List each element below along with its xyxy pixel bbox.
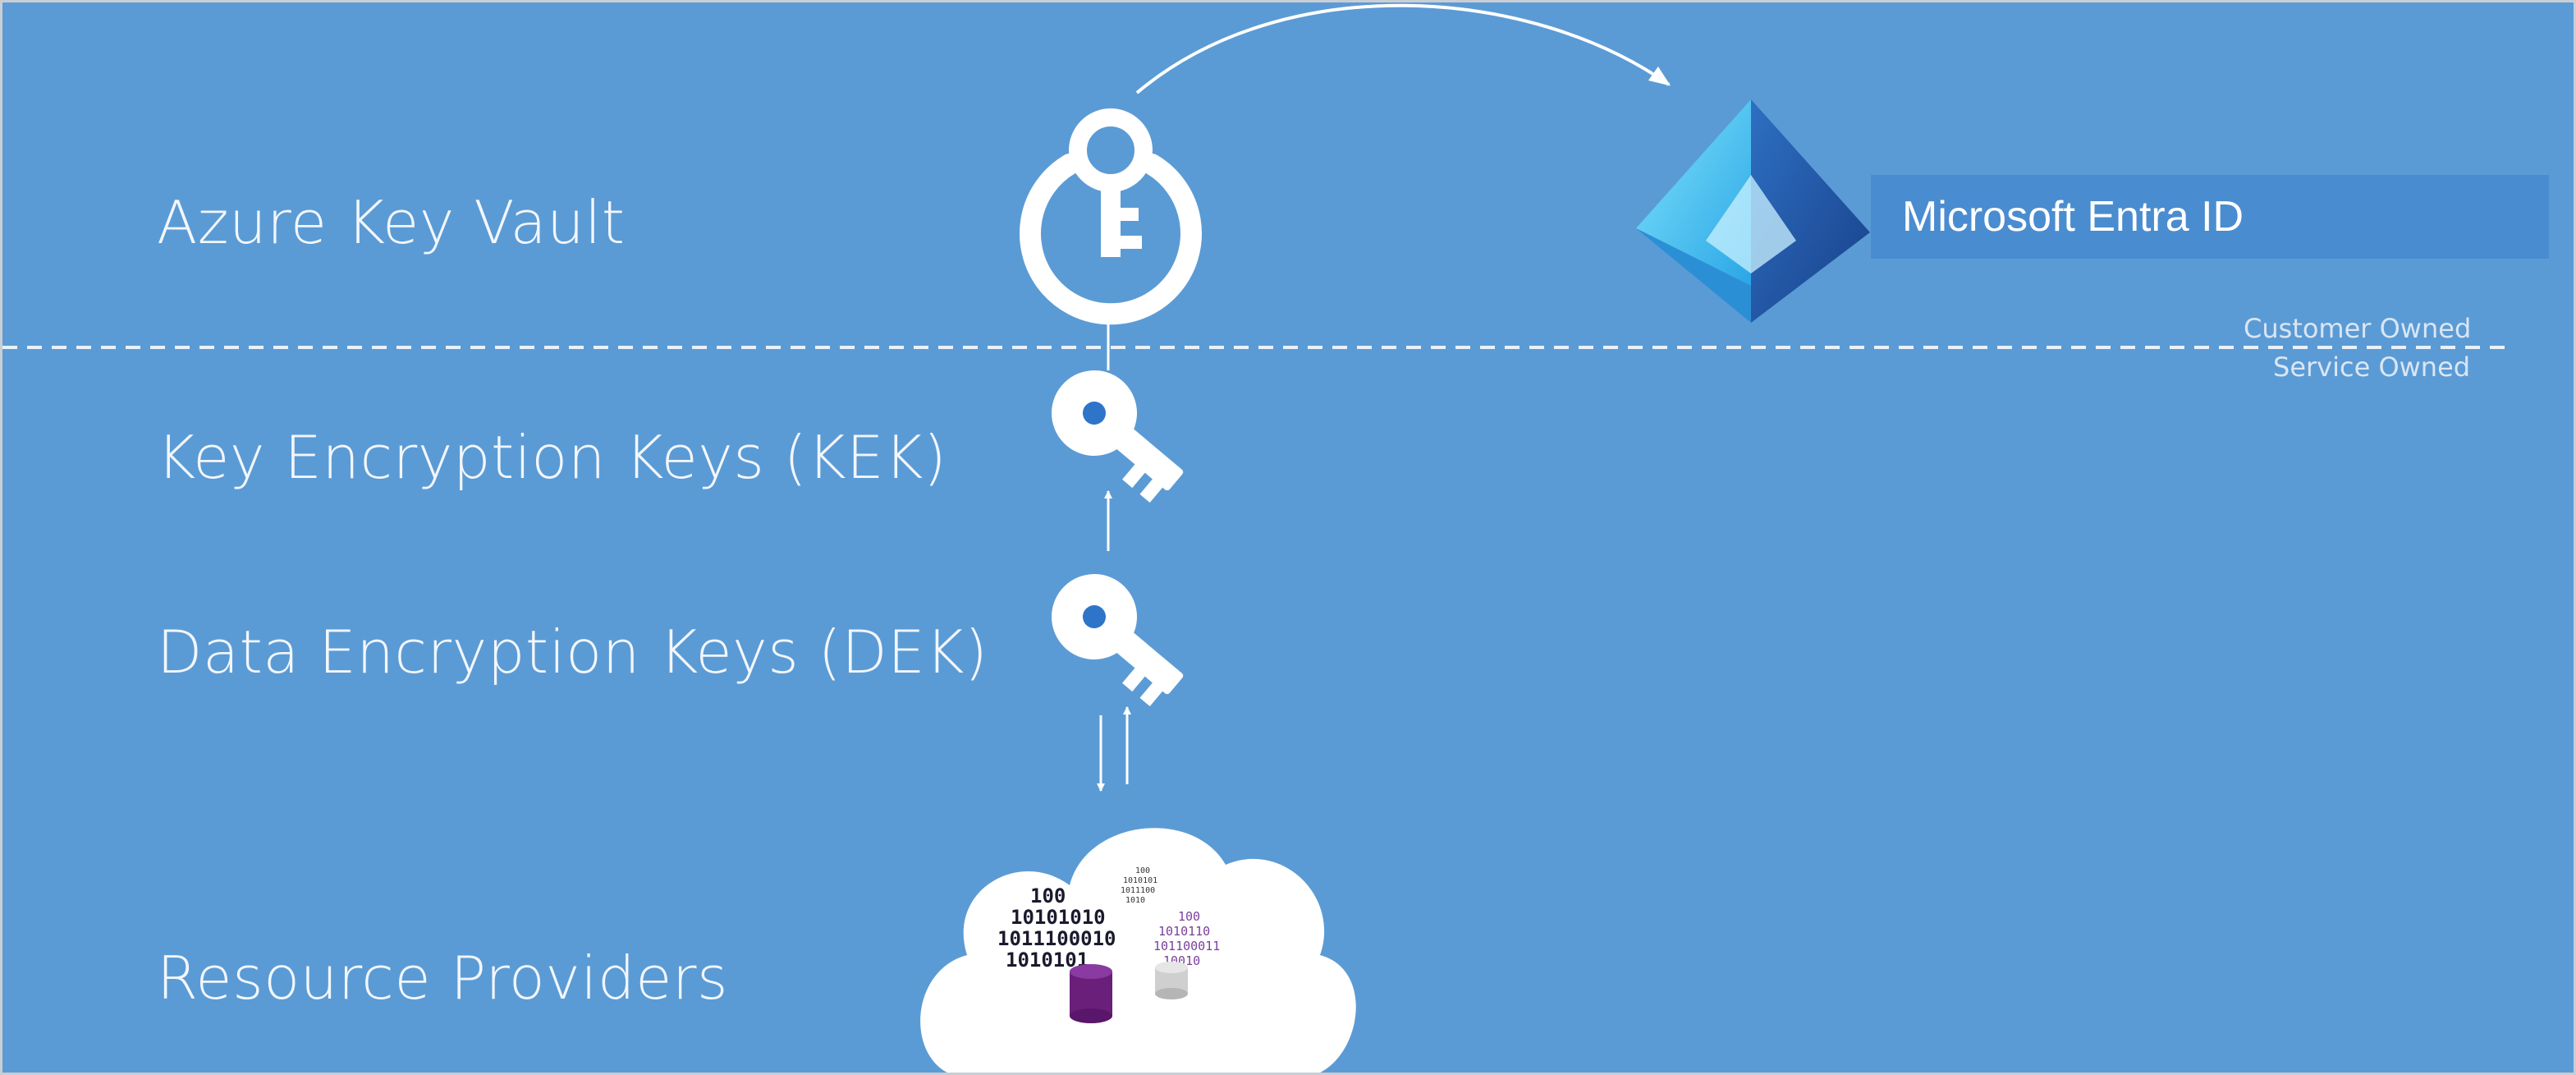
dark-binary-text: 100 10101010 1011100010 1010101	[997, 884, 1116, 972]
purple-database-icon	[1070, 964, 1112, 1023]
label-resource-providers: Resource Providers	[157, 944, 729, 1013]
svg-text:1010: 1010	[1125, 896, 1145, 905]
label-dek: Data Encryption Keys (DEK)	[157, 618, 988, 687]
tiny-binary-text: 100 1010101 1011100 1010	[1121, 866, 1157, 905]
svg-text:100: 100	[1135, 866, 1150, 875]
kek-key-icon	[1052, 370, 1184, 503]
label-kek: Key Encryption Keys (KEK)	[157, 423, 947, 492]
svg-text:1011100: 1011100	[1121, 886, 1155, 895]
dek-key-icon	[1052, 574, 1184, 707]
key-vault-icon	[1020, 108, 1202, 325]
entra-id-label: Microsoft Entra ID	[1902, 193, 2244, 241]
label-service-owned: Service Owned	[2273, 351, 2471, 383]
entra-id-label-box: Microsoft Entra ID	[1871, 175, 2549, 259]
svg-text:10101010: 10101010	[1011, 906, 1106, 929]
svg-text:1011100010: 1011100010	[997, 927, 1116, 950]
label-azure-key-vault: Azure Key Vault	[157, 188, 626, 257]
vault-to-entra-arrow	[1135, 3, 1671, 94]
label-customer-owned: Customer Owned	[2244, 313, 2472, 344]
svg-text:100: 100	[1178, 909, 1200, 924]
gray-database-icon	[1155, 962, 1188, 999]
entra-id-icon	[1636, 99, 1870, 323]
svg-text:1010101: 1010101	[1123, 876, 1157, 885]
svg-text:100: 100	[1030, 884, 1066, 907]
svg-text:101100011: 101100011	[1153, 939, 1220, 953]
purple-binary-text: 100 1010110 101100011 10010	[1153, 909, 1220, 968]
svg-text:1010110: 1010110	[1158, 924, 1210, 939]
cloud-data-icon: 100 10101010 1011100010 1010101 100 1010…	[920, 828, 1356, 1073]
